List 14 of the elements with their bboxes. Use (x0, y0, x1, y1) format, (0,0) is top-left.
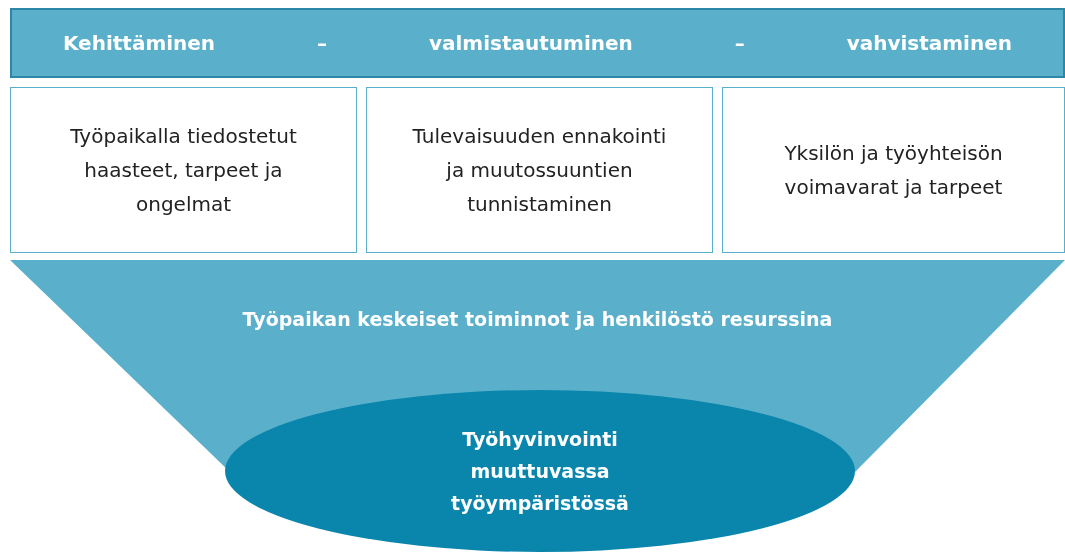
card-text: Tulevaisuuden ennakointi ja muutossuuntien tunnistaminen (411, 123, 668, 218)
text-card (366, 87, 713, 253)
text-card (722, 87, 1065, 253)
ellipse-text: Työhyvinvointi muuttuvassa työympäristössä (450, 427, 630, 516)
card-text: Työpaikalla tiedostetut haasteet, tarpeet ja ongelmat (69, 123, 298, 218)
header-text: vahvistaminen (846, 31, 1012, 55)
text-card (10, 87, 357, 253)
header-text: valmistautuminen (428, 31, 633, 55)
header-text: – (317, 31, 328, 55)
funnel-text: Työpaikan keskeiset toiminnot ja henkilöstö resurssina (242, 308, 833, 330)
header-band (10, 8, 1065, 78)
card-text: Yksilön ja työyhteisön voimavarat ja tarpeet (783, 140, 1004, 201)
header-text: – (734, 31, 745, 55)
header-text: Kehittäminen (62, 31, 216, 55)
